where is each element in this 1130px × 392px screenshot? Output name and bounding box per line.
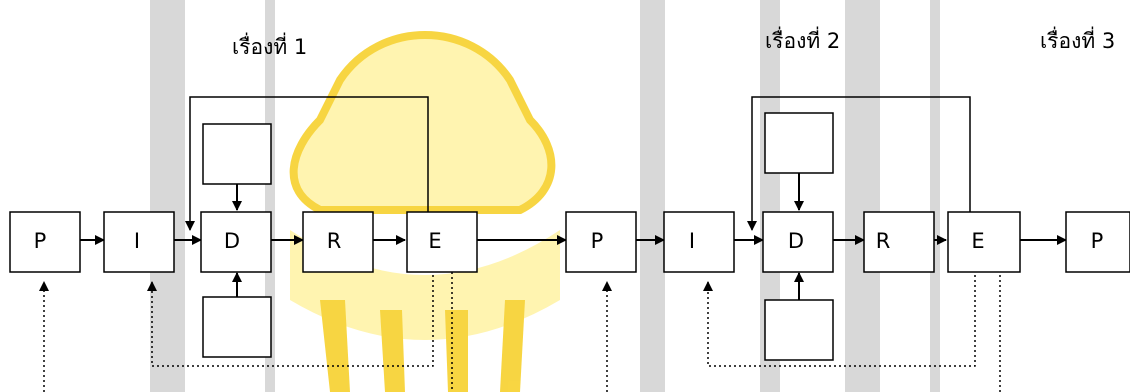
box-p-3 — [1065, 211, 1130, 273]
cycle-title-2: เรื่องที่ 2 — [765, 26, 840, 53]
label-d-1: D — [224, 229, 240, 253]
box-e-1 — [406, 211, 478, 273]
dotted-feedback-e1-to-i1 — [147, 270, 434, 367]
label-r-2: R — [876, 229, 891, 253]
support-box-top-1 — [202, 123, 272, 185]
cycle-title-3: เรื่องที่ 3 — [1040, 26, 1115, 53]
box-r-2 — [863, 211, 935, 273]
label-p-2: P — [591, 229, 604, 253]
watermark-logo — [150, 0, 940, 392]
label-d-2: D — [788, 229, 804, 253]
cycle-title-1: เรื่องที่ 1 — [232, 32, 307, 59]
box-i-2 — [663, 211, 735, 273]
label-r-1: R — [327, 229, 342, 253]
box-r-1 — [302, 211, 374, 273]
label-p-1: P — [34, 229, 47, 253]
label-i-2: I — [689, 229, 695, 253]
box-i-1 — [103, 211, 175, 273]
stage-boxes: P I D R E P I D R E P — [9, 211, 1130, 273]
support-box-bottom-1 — [202, 296, 272, 358]
label-i-1: I — [134, 229, 140, 253]
support-box-top-2 — [764, 112, 834, 174]
label-e-2: E — [971, 229, 984, 253]
box-d-2 — [762, 211, 834, 273]
label-p-3: P — [1091, 229, 1104, 253]
dotted-feedback-e2-to-i2 — [703, 270, 976, 367]
feedback-loop-2 — [747, 96, 971, 231]
box-e-2 — [947, 211, 1021, 273]
box-p-2 — [565, 211, 637, 273]
cycle-titles: เรื่องที่ 1 เรื่องที่ 2 เรื่องที่ 3 — [232, 26, 1115, 59]
feedback-loop-1 — [185, 96, 429, 231]
box-p-1 — [9, 211, 81, 273]
box-d-1 — [200, 211, 272, 273]
label-e-1: E — [428, 229, 441, 253]
support-box-bottom-2 — [764, 299, 834, 361]
